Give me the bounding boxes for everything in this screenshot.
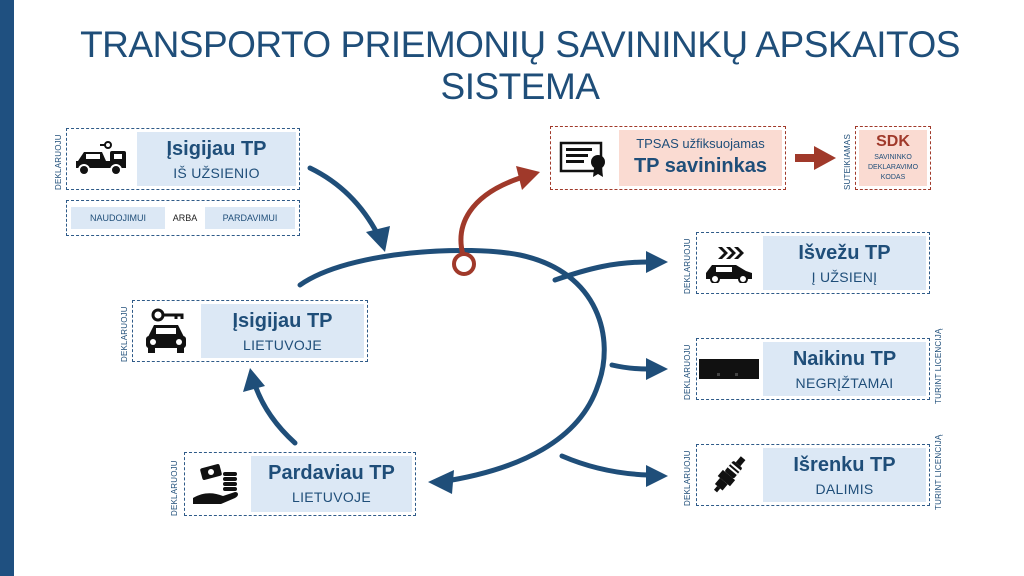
side-label-local: DEKLARUOJU	[120, 306, 129, 362]
sold-title: Pardaviau TP	[268, 462, 395, 484]
arrow-import-to-cycle	[307, 165, 381, 238]
arrowhead-local	[243, 368, 265, 392]
spark-plug-icon	[697, 445, 761, 505]
box-sdk: SDK SAVININKO DEKLARAVIMO KODAS	[855, 126, 931, 190]
side-label-parts: DEKLARUOJU	[683, 450, 692, 506]
local-subtitle: LIETUVOJE	[243, 337, 322, 353]
sdk-line1: SAVININKO	[874, 154, 912, 161]
side-label-sdk: SUTEIKIAMAS	[843, 134, 852, 190]
registration-node	[452, 252, 476, 276]
option-use: NAUDOJIMUI	[71, 207, 165, 229]
arrow-to-destroy	[609, 362, 651, 372]
arrow-to-parts	[559, 453, 651, 478]
license-label-destroy: TURINT LICENCIJĄ	[934, 328, 943, 404]
left-accent-bar	[0, 0, 14, 576]
car-key-icon	[133, 301, 199, 361]
arrowhead-parts	[646, 465, 668, 487]
tow-truck-icon	[67, 129, 135, 189]
arrow-to-tpsas	[458, 175, 523, 258]
box-export: Išvežu TP Į UŽSIENĮ	[696, 232, 930, 294]
sdk-line3: KODAS	[880, 174, 906, 181]
arrow-sold-to-local	[252, 382, 298, 446]
arrowhead-to-sold	[428, 470, 454, 494]
sdk-line2: DEKLARAVIMO	[867, 164, 919, 171]
import-title: Įsigijau TP	[166, 138, 267, 160]
crushed-car-icon	[697, 339, 761, 399]
side-label-import: DEKLARUOJU	[54, 134, 63, 190]
arrow-sdk-shaft	[795, 154, 815, 162]
tpsas-line1: TPSAS užfiksuojamas	[636, 136, 765, 151]
export-subtitle: Į UŽSIENĮ	[811, 269, 878, 285]
page-title: TRANSPORTO PRIEMONIŲ SAVININKŲ APSKAITOS…	[80, 24, 960, 107]
sdk-title: SDK	[876, 133, 910, 150]
sold-subtitle: LIETUVOJE	[292, 489, 371, 505]
arrow-to-export	[552, 259, 651, 283]
import-subtitle: IŠ UŽSIENIO	[173, 165, 260, 181]
destroy-title: Naikinu TP	[792, 348, 897, 370]
box-destroy: Naikinu TP NEGRĮŽTAMAI	[696, 338, 930, 400]
fast-car-icon	[697, 233, 761, 293]
arrowhead-destroy	[646, 358, 668, 380]
box-bought-local: Įsigijau TP LIETUVOJE	[132, 300, 368, 362]
import-options: NAUDOJIMUI ARBA PARDAVIMUI	[66, 200, 300, 236]
certificate-icon	[551, 127, 617, 189]
option-sale: PARDAVIMUI	[205, 207, 295, 229]
arrowhead-sdk	[814, 146, 836, 170]
money-hand-icon	[185, 453, 249, 515]
box-parts: Išrenku TP DALIMIS	[696, 444, 930, 506]
tpsas-line2: TP savininkas	[633, 155, 768, 177]
parts-subtitle: DALIMIS	[815, 481, 874, 497]
arrowhead-tpsas	[516, 166, 540, 190]
box-tpsas: TPSAS užfiksuojamas TP savininkas	[550, 126, 786, 190]
export-title: Išvežu TP	[798, 242, 891, 264]
arrowhead-export	[646, 251, 668, 273]
lifecycle-ellipse	[297, 247, 607, 485]
box-import-abroad: Įsigijau TP IŠ UŽSIENIO	[66, 128, 300, 190]
license-label-parts: TURINT LICENCIJĄ	[934, 434, 943, 510]
destroy-subtitle: NEGRĮŽTAMAI	[795, 375, 894, 391]
option-or: ARBA	[172, 213, 198, 223]
local-title: Įsigijau TP	[232, 310, 333, 332]
side-label-export: DEKLARUOJU	[683, 238, 692, 294]
box-sold-local: Pardaviau TP LIETUVOJE	[184, 452, 416, 516]
arrowhead-import	[366, 226, 390, 252]
parts-title: Išrenku TP	[793, 454, 896, 476]
side-label-sold: DEKLARUOJU	[170, 460, 179, 516]
side-label-destroy: DEKLARUOJU	[683, 344, 692, 400]
